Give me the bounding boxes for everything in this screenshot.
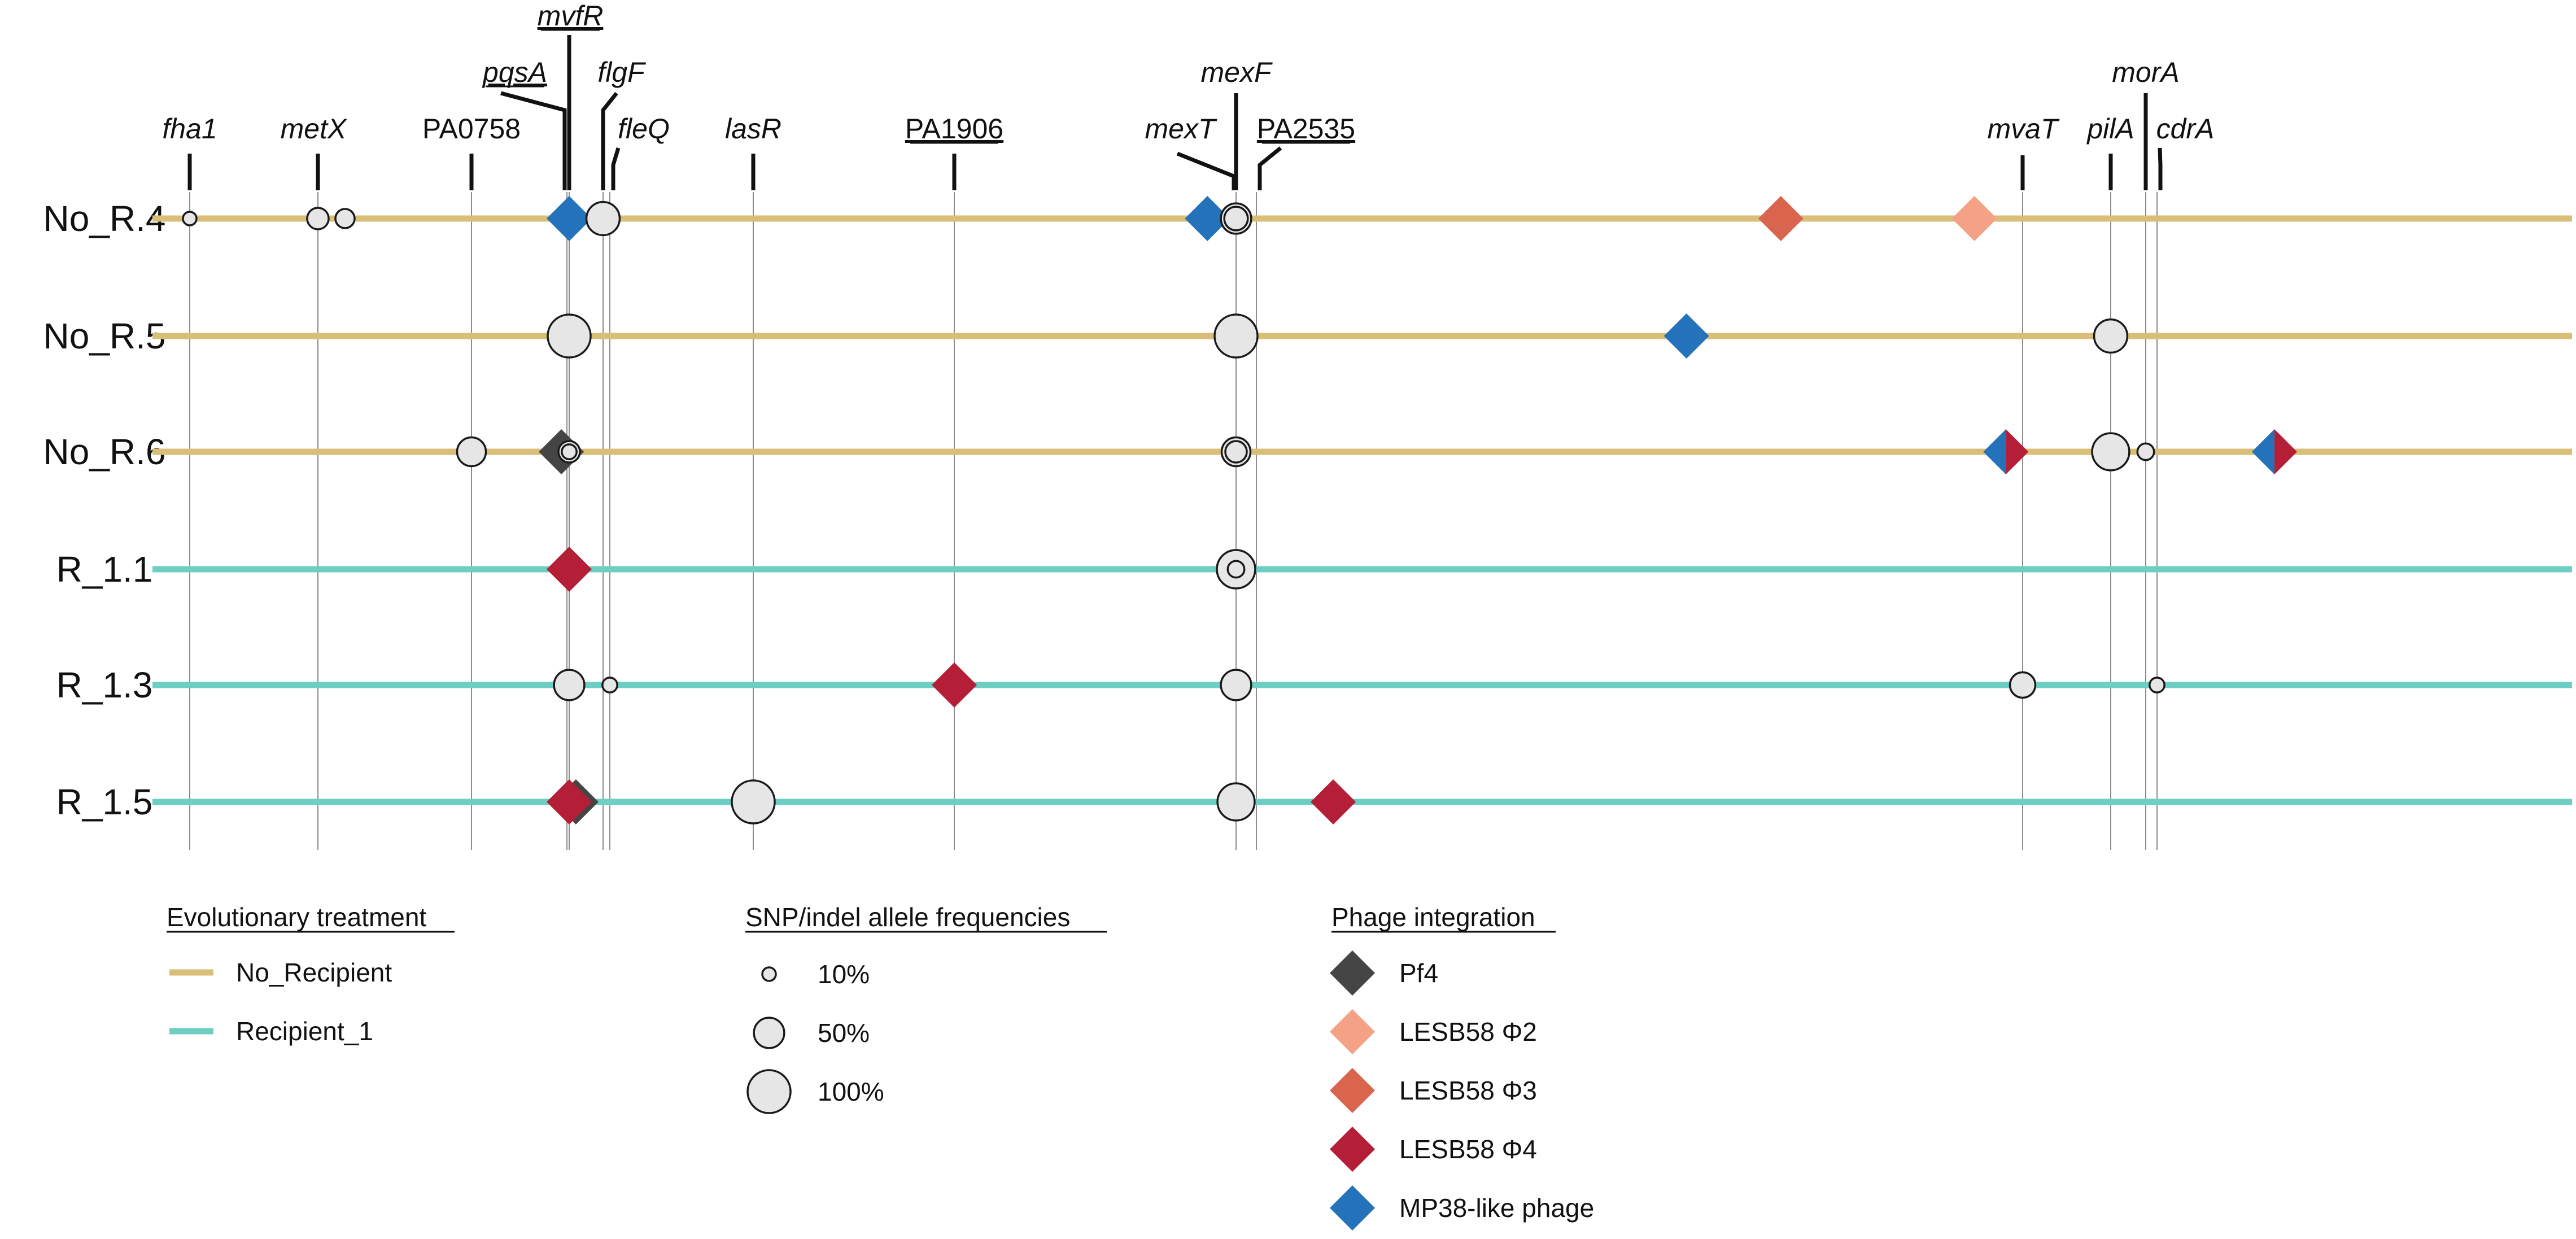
legend-treatment: Evolutionary treatmentNo_RecipientRecipi… bbox=[167, 902, 455, 1046]
track-r-1-5: R_1.5 bbox=[56, 779, 2572, 824]
snp-circle bbox=[182, 211, 198, 226]
track-label: R_1.1 bbox=[56, 549, 153, 590]
track-r-1-1: R_1.1 bbox=[56, 547, 2572, 592]
snp-circle bbox=[553, 669, 586, 701]
snp-circle bbox=[1224, 440, 1248, 464]
snp-circle bbox=[547, 313, 592, 359]
legend-snp: SNP/indel allele frequencies 10% 50% 100% bbox=[745, 902, 1107, 1114]
gene-label-mvfr: mvfR bbox=[538, 0, 604, 32]
phage-marker-mp38-like bbox=[547, 196, 592, 241]
phage-split-marker-right bbox=[2006, 429, 2029, 474]
snp-circle bbox=[1213, 313, 1259, 359]
track-label: No_R.4 bbox=[43, 198, 166, 239]
legend-snp-circle bbox=[753, 1016, 785, 1049]
legend-title: Phage integration bbox=[1331, 902, 1535, 932]
phage-marker-lesb58-phi4 bbox=[547, 779, 592, 824]
phage-marker-lesb58-phi4 bbox=[547, 547, 592, 592]
legend-phage-diamond bbox=[1330, 1068, 1375, 1113]
legend-label: Pf4 bbox=[1399, 958, 1438, 988]
legend: Evolutionary treatmentNo_RecipientRecipi… bbox=[167, 902, 1594, 1231]
snp-circle bbox=[601, 677, 618, 693]
legend-label: 100% bbox=[818, 1077, 884, 1106]
snp-circle bbox=[306, 207, 330, 230]
snp-circle bbox=[1216, 782, 1256, 822]
snp-circle bbox=[731, 779, 776, 824]
snp-circle bbox=[2149, 677, 2165, 693]
track-label: R_1.3 bbox=[56, 665, 153, 705]
track-label: No_R.6 bbox=[43, 431, 166, 472]
gene-label-pa2535: PA2535 bbox=[1257, 113, 1355, 145]
legend-phage-diamond bbox=[1330, 1127, 1375, 1172]
snp-circle bbox=[1226, 560, 1246, 579]
legend-label: 50% bbox=[818, 1018, 870, 1048]
legend-title: Evolutionary treatment bbox=[167, 902, 426, 932]
gene-label-fleq: fleQ bbox=[618, 113, 670, 145]
legend-label: No_Recipient bbox=[236, 958, 392, 987]
phage-marker-lesb58-phi4 bbox=[932, 662, 977, 708]
legend-label: LESB58 Φ2 bbox=[1399, 1017, 1537, 1046]
gene-label-metx: metX bbox=[281, 113, 347, 145]
legend-label: MP38-like phage bbox=[1399, 1193, 1594, 1223]
legend-label: LESB58 Φ3 bbox=[1399, 1076, 1537, 1105]
legend-snp-circle bbox=[746, 1069, 792, 1114]
gene-label-mexf: mexF bbox=[1201, 56, 1273, 88]
gene-tick-pa2535 bbox=[1258, 146, 1282, 190]
legend-label: 10% bbox=[818, 959, 870, 989]
track-label: No_R.5 bbox=[43, 316, 166, 356]
gene-label-cdra: cdrA bbox=[2156, 113, 2215, 145]
snp-circle bbox=[2091, 432, 2130, 472]
gene-labels: fha1 metX PA0758 pqsA mvfR flgF fleQ lasR PA1906… bbox=[162, 0, 2214, 190]
gene-label-mext: mexT bbox=[1145, 113, 1217, 145]
phage-marker-lesb58-phi2 bbox=[1951, 196, 1997, 241]
legend-phage-diamond bbox=[1330, 950, 1375, 996]
gene-label-lasr: lasR bbox=[725, 113, 781, 145]
phage-split-marker bbox=[2251, 429, 2297, 474]
gene-label-pa0758: PA0758 bbox=[422, 113, 521, 145]
phage-split-marker-left bbox=[2251, 429, 2274, 474]
track-label: R_1.5 bbox=[56, 782, 153, 822]
legend-snp-circle bbox=[761, 966, 777, 982]
snp-circle bbox=[2093, 318, 2129, 354]
gene-tick-mext bbox=[1176, 151, 1236, 190]
gene-label-pa1906: PA1906 bbox=[905, 113, 1003, 145]
snp-circle bbox=[334, 208, 356, 229]
phage-split-marker-left bbox=[1983, 429, 2006, 474]
track-r-1-3: R_1.3 bbox=[56, 662, 2572, 708]
gene-label-flgf: flgF bbox=[597, 56, 646, 88]
snp-circle bbox=[585, 200, 621, 237]
gene-tick-fleq bbox=[611, 147, 621, 190]
phage-marker-lesb58-phi3 bbox=[1758, 196, 1804, 241]
track-no-r-5: No_R.5 bbox=[43, 313, 2572, 359]
snp-circle bbox=[2136, 442, 2155, 461]
legend-label: Recipient_1 bbox=[236, 1016, 373, 1046]
legend-title: SNP/indel allele frequencies bbox=[745, 902, 1070, 932]
gene-label-mora: morA bbox=[2112, 56, 2179, 88]
phage-marker-mp38-like bbox=[1185, 196, 1230, 241]
phage-marker-lesb58-phi4 bbox=[1311, 779, 1356, 824]
gene-tick-pqsa bbox=[500, 91, 567, 190]
snp-circle bbox=[1220, 669, 1252, 701]
phage-split-marker bbox=[1983, 429, 2029, 474]
snp-circle bbox=[561, 443, 578, 460]
phage-marker-mp38-like bbox=[1664, 313, 1709, 359]
gene-tick-flgf bbox=[601, 91, 618, 190]
isolate-tracks: No_R.4No_R.5No_R.6R_1.1R_1.3R_1.5 bbox=[43, 196, 2572, 824]
snp-circle bbox=[2009, 671, 2037, 699]
phage-split-marker-right bbox=[2274, 429, 2297, 474]
track-no-r-6: No_R.6 bbox=[43, 429, 2572, 474]
track-no-r-4: No_R.4 bbox=[43, 196, 2572, 241]
legend-label: LESB58 Φ4 bbox=[1399, 1135, 1537, 1164]
snp-circle bbox=[1223, 206, 1249, 232]
snp-circle bbox=[456, 436, 487, 468]
gene-label-mvat: mvaT bbox=[1988, 113, 2060, 145]
gene-label-pqsa: pqsA bbox=[482, 56, 547, 88]
gene-guide-lines bbox=[189, 192, 2158, 850]
gene-label-pila: pilA bbox=[2086, 113, 2134, 145]
legend-phage-diamond bbox=[1330, 1009, 1375, 1054]
gene-label-fha1: fha1 bbox=[162, 113, 217, 145]
legend-phage-diamond bbox=[1330, 1185, 1375, 1231]
